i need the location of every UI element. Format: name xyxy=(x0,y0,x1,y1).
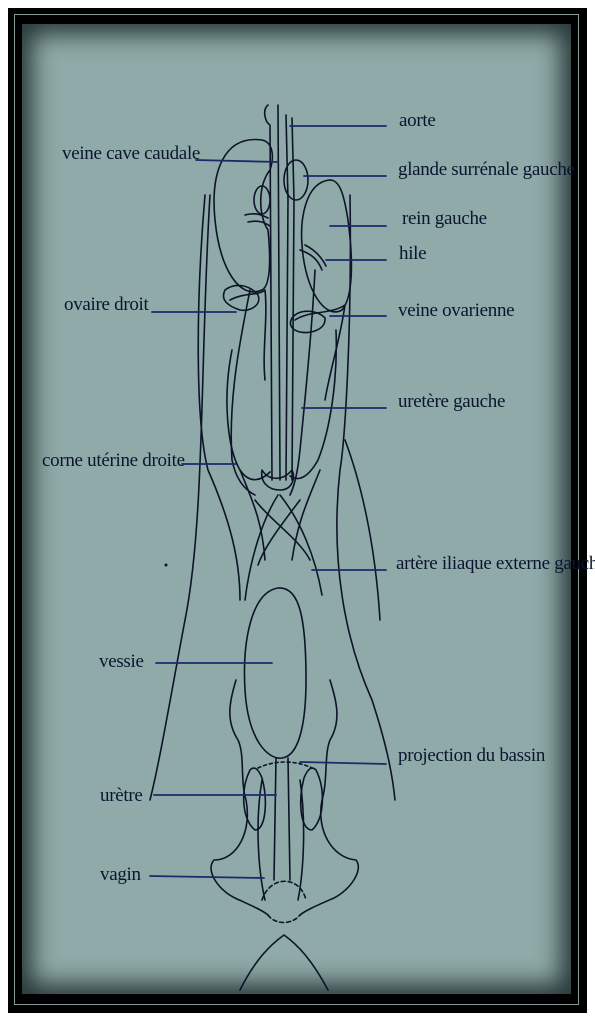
label-projection-bassin: projection du bassin xyxy=(398,745,545,767)
stray-mark xyxy=(165,564,168,567)
label-uretre: urètre xyxy=(100,785,143,807)
label-veine-cave-caudale: veine cave caudale xyxy=(62,143,200,165)
tail-lines xyxy=(240,935,328,990)
leader-veine-cave xyxy=(196,160,278,162)
iliac-artery-drawing xyxy=(245,495,322,600)
label-aorte: aorte xyxy=(399,110,435,132)
body-contour-left xyxy=(150,195,210,800)
uterine-horn-right xyxy=(227,350,270,480)
ovarian-vein-left xyxy=(295,305,345,400)
bladder-drawing xyxy=(244,588,306,758)
label-ovaire-droit: ovaire droit xyxy=(64,294,149,316)
kidney-left-drawing xyxy=(302,180,352,312)
uterine-junction xyxy=(240,470,320,560)
label-vessie: vessie xyxy=(99,651,144,673)
uterine-horn-left xyxy=(290,330,336,479)
label-uretere-gauche: uretère gauche xyxy=(398,391,505,413)
label-corne-uterine-droite: corne utérine droite xyxy=(42,450,185,472)
label-rein-gauche: rein gauche xyxy=(402,208,487,230)
body-contour-right xyxy=(337,195,395,800)
ovary-right-drawing xyxy=(223,285,258,310)
body-contour-left-2 xyxy=(198,195,240,600)
body-contour-right-2 xyxy=(345,440,380,620)
uterus-body xyxy=(262,470,294,490)
label-hile: hile xyxy=(399,243,426,265)
label-vagin: vagin xyxy=(100,864,141,886)
leader-vagin xyxy=(150,876,264,878)
pelvic-vessels xyxy=(255,500,310,565)
kidney-vessels-right xyxy=(245,214,270,226)
vena-cava-drawing xyxy=(286,115,294,480)
urethra-drawing xyxy=(274,758,290,880)
label-veine-ovarienne: veine ovarienne xyxy=(398,300,514,322)
pelvis-right xyxy=(300,680,358,915)
label-artere-iliaque: artère iliaque externe gauche xyxy=(396,553,595,575)
label-glande-surrenale: glande surrénale gauche xyxy=(398,159,575,181)
leader-projection xyxy=(300,762,386,764)
